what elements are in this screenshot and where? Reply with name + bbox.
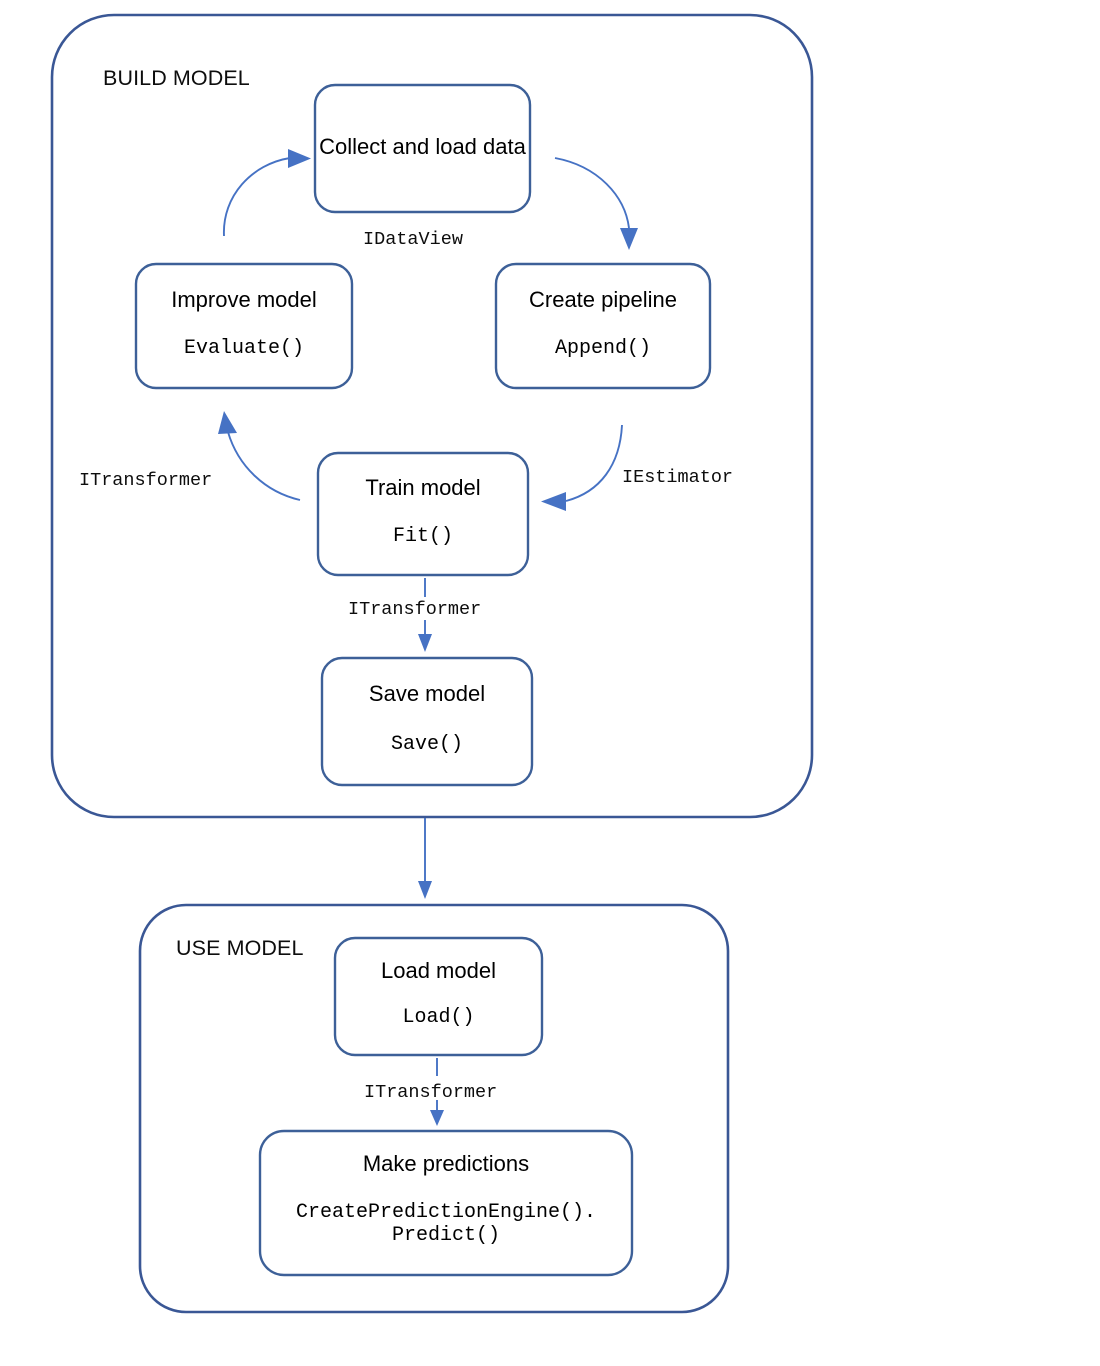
node-collect-and-load-data-title: Collect and load data: [319, 133, 526, 159]
node-load-model-labels: Load model Load(): [335, 938, 542, 1055]
use-model-group-label: USE MODEL: [176, 936, 304, 960]
edge-improve-to-collect: [223, 157, 291, 237]
edge-pipeline-to-train: [565, 424, 623, 502]
node-train-model-title: Train model: [365, 474, 481, 500]
node-load-model-title: Load model: [381, 958, 496, 983]
edge-improve-to-collect-arrowhead: [288, 149, 311, 168]
node-improve-model-labels: Improve model Evaluate(): [136, 264, 352, 388]
build-model-group-label: BUILD MODEL: [103, 66, 250, 90]
edge-train-to-improve: [227, 431, 301, 501]
node-improve-model-api: Evaluate(): [183, 336, 305, 360]
node-make-predictions-labels: Make predictions CreatePredictionEngine(…: [260, 1131, 632, 1275]
use-model-container: [138, 903, 730, 1314]
node-save-model-title: Save model: [368, 681, 486, 706]
node-load-model[interactable]: [333, 936, 544, 1057]
node-make-predictions-api: CreatePredictionEngine(). Predict(): [295, 1201, 597, 1247]
node-create-pipeline-labels: Create pipeline Append(): [496, 264, 710, 388]
edge-label-itransformer-improve: ITransformer: [79, 470, 213, 491]
node-improve-model[interactable]: [134, 262, 354, 390]
edge-train-to-improve-arrowhead: [218, 411, 237, 434]
node-save-model-labels: Save model Save(): [322, 658, 532, 785]
node-create-pipeline-api: Append(): [554, 336, 651, 360]
edge-collect-to-pipeline-arrowhead: [620, 228, 638, 250]
edge-label-itransformer-predict: ITransformer: [364, 1082, 498, 1103]
edge-label-iestimator: IEstimator: [622, 467, 734, 488]
edge-save-to-use-model-arrowhead: [418, 881, 432, 899]
node-create-pipeline-title: Create pipeline: [529, 286, 677, 312]
node-make-predictions-title: Make predictions: [362, 1151, 530, 1176]
node-collect-and-load-data-labels: Collect and load data: [315, 85, 530, 212]
build-model-container: [50, 13, 814, 819]
node-save-model[interactable]: [320, 656, 534, 787]
node-create-pipeline[interactable]: [494, 262, 712, 390]
edge-pipeline-to-train-arrowhead: [541, 492, 566, 511]
edge-label-itransformer-save: ITransformer: [348, 599, 482, 620]
edge-label-idataview: IDataView: [363, 229, 463, 250]
edge-collect-to-pipeline: [554, 157, 630, 229]
node-train-model-api: Fit(): [392, 524, 453, 548]
node-collect-and-load-data[interactable]: [313, 83, 532, 214]
node-make-predictions[interactable]: [258, 1129, 634, 1277]
edge-train-to-save-arrowhead: [418, 634, 432, 652]
node-improve-model-title: Improve model: [171, 286, 317, 312]
node-save-model-api: Save(): [390, 733, 463, 756]
node-train-model[interactable]: [316, 451, 530, 577]
edge-load-to-predict-arrowhead: [430, 1110, 444, 1126]
node-train-model-labels: Train model Fit(): [318, 453, 528, 575]
node-load-model-api: Load(): [402, 1006, 475, 1029]
